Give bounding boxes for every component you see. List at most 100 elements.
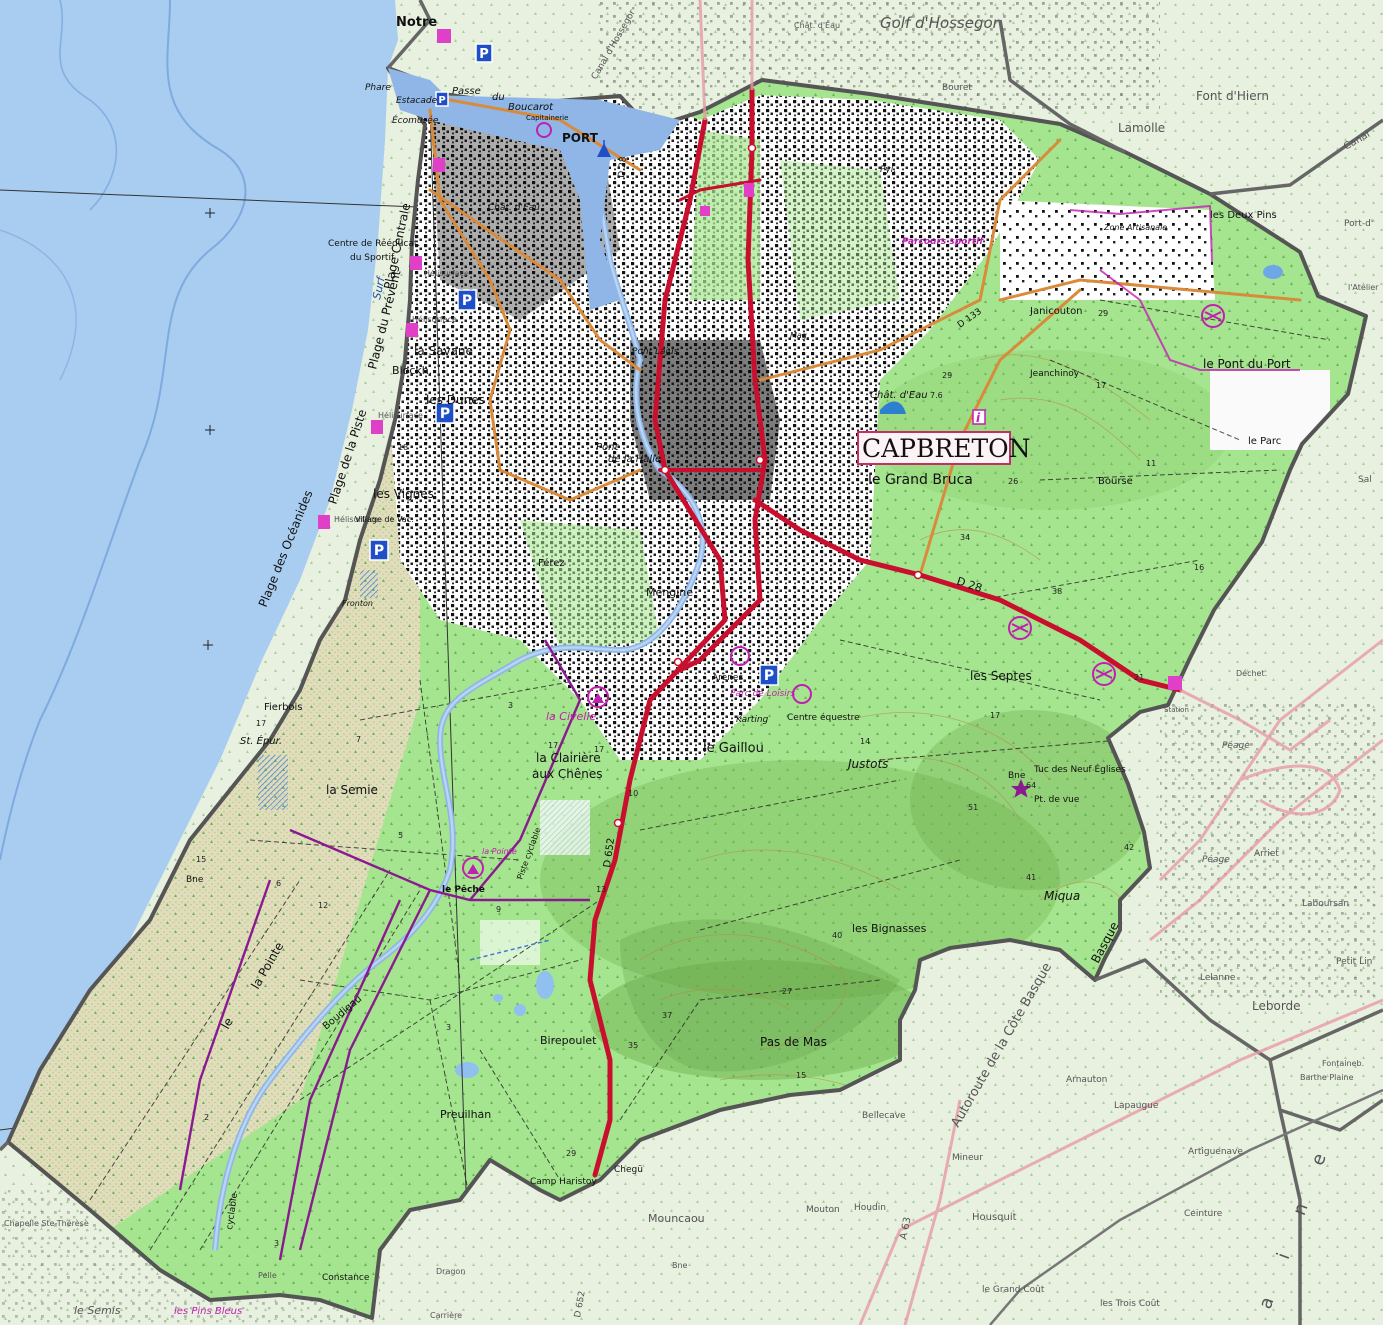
railway — [989, 1088, 1383, 1325]
svg-text:P: P — [764, 668, 774, 684]
ocean-canyon-contour — [0, 0, 247, 861]
label-pt-de-vue: Pt. de vue — [1034, 795, 1080, 805]
label-bouret: Bouret — [942, 83, 972, 93]
label-petit-lin: Petit Lin — [1336, 957, 1372, 967]
label-dragon: Dragon — [436, 1267, 465, 1276]
label-mengine: Mengine — [646, 586, 693, 599]
label-chegu: Chegü — [614, 1165, 643, 1175]
label-barthe-plaine: Barthe Plaine — [1300, 1073, 1354, 1082]
port-channel — [388, 68, 445, 120]
label-de-la-halle: de la Halle — [608, 454, 661, 465]
svg-text:6: 6 — [276, 879, 281, 888]
label-la-civelle: la Civelle — [546, 710, 596, 723]
label-les-pins-bleus: les Pins Bleus — [174, 1306, 242, 1317]
label-constance: Constance — [322, 1273, 370, 1283]
label-sal: Sal — [1358, 475, 1372, 485]
svg-text:7: 7 — [356, 735, 361, 744]
label-passe: Passe — [452, 86, 481, 97]
label-mouncaou: Mouncaou — [648, 1212, 705, 1225]
svg-text:29: 29 — [942, 371, 952, 380]
svg-text:P: P — [440, 406, 450, 422]
svg-text:51: 51 — [968, 803, 978, 812]
label-latelier: l'Atelier — [1348, 283, 1379, 292]
label-fontaine: Fontaineb. — [1322, 1059, 1364, 1068]
label-notre: Notre — [396, 15, 437, 30]
magenta-paths — [1069, 204, 1300, 371]
label-blockh: Blockh. — [392, 364, 432, 377]
spot-heights: 18 17 17 15 12 7 6 5 3 3 2 9 10 13 17 37… — [196, 309, 1204, 1248]
svg-text:11: 11 — [1146, 459, 1156, 468]
svg-text:7.6: 7.6 — [930, 391, 943, 400]
label-bne-west: Bne — [186, 875, 204, 885]
label-parc-loisirs: Parc de Loisirs — [730, 689, 795, 699]
label-golf-hossegor: Golf d'Hossegor — [880, 14, 1000, 32]
svg-text:35: 35 — [628, 1041, 638, 1050]
label-le-parc: le Parc — [1248, 436, 1281, 447]
svg-text:2: 2 — [204, 1113, 209, 1122]
port-basin — [430, 95, 680, 310]
label-jeanchinoy: Jeanchinoy — [1029, 369, 1080, 379]
parking-sign: P — [457, 289, 477, 311]
label-ceinture: Ceinture — [1184, 1209, 1223, 1219]
secondary-roads — [428, 98, 1302, 577]
label-centre-reeducation: Centre de Rééducat. — [328, 238, 420, 249]
label-la-savane: la Savane — [414, 344, 473, 358]
svg-text:P: P — [374, 543, 384, 559]
label-pyl: Pyl. — [880, 165, 896, 175]
label-peage-1: Péage — [1222, 740, 1250, 751]
svg-text:29: 29 — [566, 1149, 576, 1158]
label-pas-de-mas: Pas de Mas — [760, 1035, 827, 1049]
label-aux-chenes: aux Chênes — [532, 767, 602, 781]
label-les-septes: les Septes — [970, 669, 1032, 683]
svg-text:17: 17 — [594, 745, 604, 754]
label-phare: Phare — [365, 83, 391, 93]
svg-text:3: 3 — [274, 1239, 279, 1248]
label-carriere: Carrière — [430, 1310, 462, 1320]
label-helisurface-1: Hélisurface — [424, 268, 469, 278]
svg-text:3: 3 — [508, 701, 513, 710]
label-chat-eau-east: Chât. d'Eau — [870, 389, 928, 401]
label-bellecave: Bellecave — [862, 1111, 906, 1121]
label-bne-east: Bne — [1008, 771, 1026, 781]
label-arenes: Arènes — [712, 672, 743, 683]
label-village-vac: Village de Vac. — [355, 515, 414, 524]
ocean-canyon-contour-2 — [59, 0, 118, 211]
label-artiguenave: Artiguenave — [1188, 1147, 1243, 1157]
label-tuc-des-neuf-eglises: Tuc des Neuf Églises — [1033, 763, 1126, 775]
label-a63: A 63 — [898, 1216, 913, 1241]
hossegor-built-area — [600, 0, 1160, 110]
label-le-semis: le Semis — [74, 1304, 121, 1317]
label-les-trois-cout: les Trois Coût — [1100, 1299, 1160, 1309]
ocean-canyon-contour-3 — [0, 229, 77, 381]
label-helisurface-3: Hélisurface — [378, 410, 423, 420]
label-port: PORT — [562, 131, 599, 145]
svg-text:15: 15 — [796, 1071, 806, 1080]
label-housquit: Housquit — [972, 1212, 1017, 1223]
label-ecomusee: Écomusée — [392, 114, 439, 126]
label-janicouton: Janicouton — [1029, 306, 1083, 317]
label-d652-south: D 652 — [573, 1290, 588, 1318]
svg-text:P: P — [462, 293, 472, 309]
cycle-paths — [178, 639, 590, 1261]
label-miqua: Miqua — [1044, 889, 1080, 903]
label-estacade: Estacade — [396, 96, 438, 106]
label-les-bignasses: les Bignasses — [852, 922, 927, 935]
svg-text:34: 34 — [960, 533, 970, 542]
svg-text:13: 13 — [596, 885, 606, 894]
label-capbreton: CAPBRETON — [862, 434, 1031, 463]
label-les-deux-pins: les Deux Pins — [1210, 210, 1277, 221]
svg-text:18: 18 — [398, 443, 408, 452]
label-arriet: Arriet — [1254, 849, 1279, 859]
label-capitainerie: Capitainerie — [526, 114, 568, 122]
label-station: Station — [1164, 706, 1189, 714]
svg-text:40: 40 — [832, 931, 842, 940]
label-surf: Surf — [370, 274, 388, 301]
ocean — [0, 0, 398, 1150]
label-le-peche: le Pêche — [442, 884, 485, 895]
svg-text:17: 17 — [1096, 381, 1106, 390]
svg-text:17: 17 — [990, 711, 1000, 720]
label-pelle: Pelle — [258, 1271, 277, 1280]
label-centre-equestre: Centre équestre — [787, 712, 860, 723]
